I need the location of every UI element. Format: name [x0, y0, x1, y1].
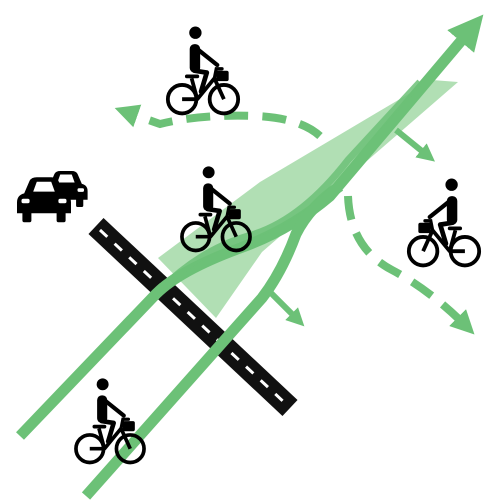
spillover-right-dashed-arrow — [344, 195, 475, 335]
road-center-dashes — [98, 228, 288, 406]
cyclist-icon — [409, 179, 479, 266]
diverging-route-line — [157, 79, 423, 293]
push-arrow-lower — [265, 287, 305, 327]
cyclist-icon — [168, 27, 238, 114]
spillover-left-dashed-arrow — [114, 104, 323, 140]
lower-route-line — [81, 181, 344, 500]
push-arrow-upper — [394, 127, 435, 162]
road — [88, 217, 298, 417]
